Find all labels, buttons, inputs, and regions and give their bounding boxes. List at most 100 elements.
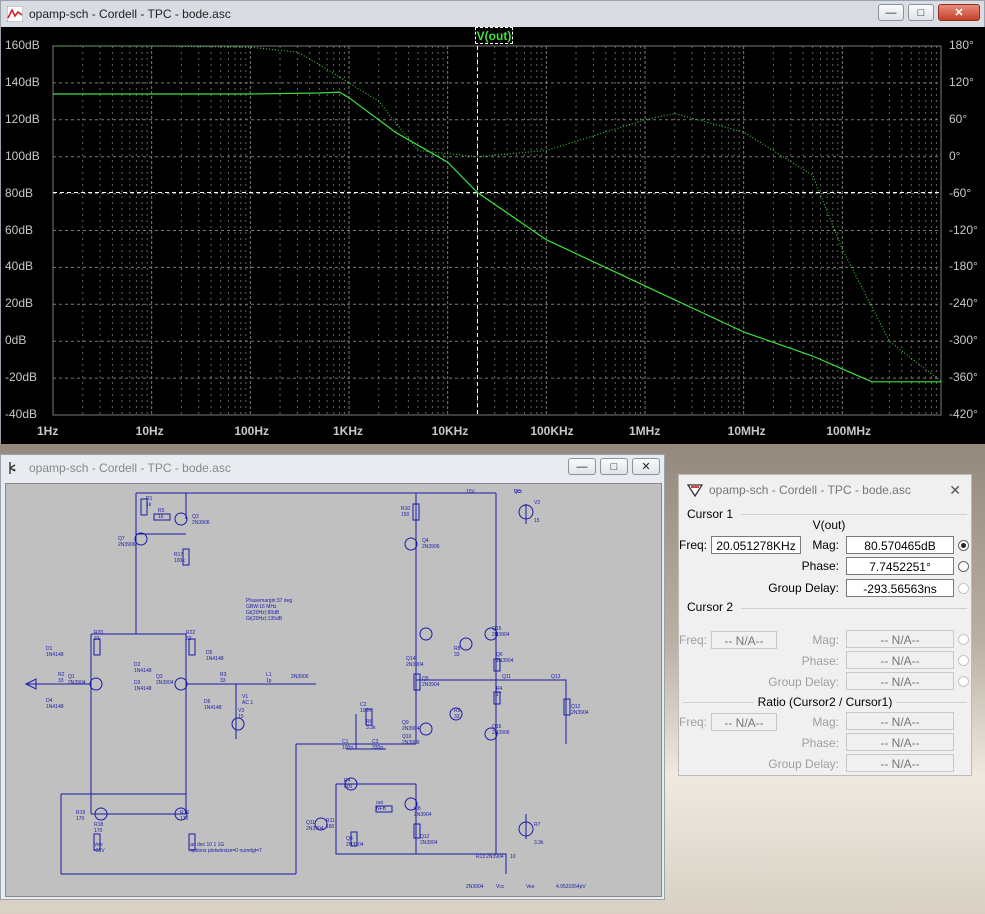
- cursor1-mag-field[interactable]: 80.570465dB: [846, 536, 954, 554]
- schematic-label: Q3: [192, 514, 199, 520]
- schematic-label: R19: [76, 810, 86, 816]
- x-axis-tick-label: 10KHz: [431, 424, 469, 438]
- schematic-label: 2N3904: [346, 842, 364, 848]
- schematic-maximize-button[interactable]: □: [600, 458, 628, 475]
- schematic-label: -15V: [94, 848, 105, 854]
- schematic-label: 2N3904: [402, 726, 420, 732]
- x-axis-tick-label: 1KHz: [333, 424, 364, 438]
- right-axis-tick-label: -240°: [949, 296, 978, 311]
- schematic-label: 2N3906: [291, 674, 309, 680]
- cursor2-mag-field[interactable]: -- N/A--: [846, 630, 954, 648]
- schematic-label: R6: [366, 719, 373, 725]
- schematic-label: 1p: [266, 678, 272, 684]
- cursor2-group-delay-radio[interactable]: [958, 676, 969, 687]
- cursor-dialog-title: opamp-sch - Cordell - TPC - bode.asc: [709, 483, 911, 497]
- cursor1-mag-radio[interactable]: [958, 540, 969, 551]
- schematic-label: 15V: [466, 489, 475, 495]
- schematic-close-button[interactable]: ✕: [632, 458, 660, 475]
- right-axis-tick-label: 0°: [949, 148, 961, 163]
- schematic-label: 2N3906: [422, 544, 440, 550]
- cursor2-phase-field[interactable]: -- N/A--: [846, 651, 954, 669]
- schematic-label: 2N3906: [118, 542, 136, 548]
- ratio-phase-field[interactable]: -- N/A--: [846, 733, 954, 751]
- schematic-label: 100n: [360, 708, 372, 714]
- ratio-group-delay-label: Group Delay:: [768, 757, 839, 771]
- schematic-label: R20: [94, 630, 104, 636]
- ratio-freq-field[interactable]: -- N/A--: [711, 713, 777, 731]
- schematic-titlebar: opamp-sch - Cordell - TPC - bode.asc: [1, 455, 664, 481]
- cursor1-group-delay-radio[interactable]: [958, 583, 969, 594]
- cursor2-phase-radio[interactable]: [958, 655, 969, 666]
- schematic-label: 330p: [372, 745, 384, 751]
- schematic-minimize-button[interactable]: —: [568, 458, 596, 475]
- schematic-label: Vcc: [496, 884, 505, 890]
- schematic-label: 2N3904: [156, 680, 174, 686]
- cursor-dialog-close-icon[interactable]: ✕: [949, 482, 961, 498]
- schematic-label: 2N3904: [486, 854, 504, 860]
- schematic-label: R2: [58, 672, 65, 678]
- schematic-label: Q10: [402, 734, 412, 740]
- schematic-label: 1N4148: [46, 652, 64, 658]
- schematic-title: opamp-sch - Cordell - TPC - bode.asc: [29, 461, 231, 475]
- schematic-label: Q7: [118, 536, 125, 542]
- left-axis-tick-label: 40dB: [5, 259, 34, 274]
- schematic-label: 2N3904: [68, 680, 86, 686]
- minimize-button[interactable]: —: [878, 4, 904, 21]
- schematic-label: Q12: [420, 834, 430, 840]
- cursor1-freq-field[interactable]: 20.051278KHz: [711, 536, 801, 554]
- cursor2-group-delay-field[interactable]: -- N/A--: [846, 672, 954, 690]
- schematic-label: 33: [94, 636, 100, 642]
- cursor1-phase-radio[interactable]: [958, 561, 969, 572]
- x-axis-tick-label: 100Hz: [234, 424, 270, 438]
- schematic-label: 2N3904: [406, 662, 424, 668]
- schematic-app-icon: [9, 462, 16, 474]
- schematic-label: Q11: [306, 820, 316, 826]
- schematic-label: 2N3904: [306, 826, 324, 832]
- schematic-label: GBW:16 MHz: [246, 604, 277, 610]
- schematic-label: R10: [401, 506, 411, 512]
- waveform-window: opamp-sch - Cordell - TPC - bode.asc — □…: [0, 0, 985, 444]
- schematic-label: 1N4148: [134, 686, 152, 692]
- cursor1-phase-field[interactable]: 7.7452251°: [846, 557, 954, 575]
- schematic-label: D2: [134, 662, 141, 668]
- schematic-label: Vcc: [514, 489, 523, 495]
- schematic-label: Q9: [402, 720, 409, 726]
- x-axis-tick-label: 1Hz: [37, 424, 59, 438]
- schematic-label: 15: [534, 518, 540, 524]
- schematic-wires: [24, 492, 571, 875]
- schematic-label: .ac dec 10 1 1G: [189, 842, 225, 848]
- schematic-label: V3: [238, 708, 245, 714]
- right-axis-tick-label: 120°: [949, 74, 974, 89]
- cursor1-mag-label: Mag:: [812, 538, 839, 552]
- cursor1-group-delay-label: Group Delay:: [768, 581, 839, 595]
- schematic-label: Q4: [422, 538, 429, 544]
- ratio-group-delay-field[interactable]: -- N/A--: [846, 754, 954, 772]
- schematic-label: R22: [186, 630, 196, 636]
- cursor2-freq-field[interactable]: -- N/A--: [711, 631, 777, 649]
- close-button[interactable]: ✕: [938, 4, 980, 21]
- schematic-label: 600: [344, 784, 353, 790]
- schematic-label: 2N3904: [422, 682, 440, 688]
- ratio-label: Ratio (Cursor2 / Cursor1): [753, 695, 897, 709]
- schematic-label: R11: [326, 818, 335, 824]
- schematic-label: 33: [58, 678, 64, 684]
- waveform-app-icon: [7, 6, 23, 22]
- schematic-label: 170: [94, 828, 103, 834]
- maximize-button[interactable]: □: [908, 4, 934, 21]
- schematic-label: 170: [180, 816, 189, 822]
- schematic-label: 2N3904: [420, 840, 438, 846]
- schematic-label: .options plotwinsize=0 numdgt=7: [189, 848, 262, 854]
- schematic-label: D1: [46, 646, 53, 652]
- schematic-label: 33: [454, 652, 460, 658]
- ratio-mag-field[interactable]: -- N/A--: [846, 712, 954, 730]
- trace-label-vout[interactable]: V(out): [475, 27, 513, 44]
- schematic-label: 1k: [146, 502, 152, 508]
- cursor1-group-delay-field[interactable]: -293.56563ns: [846, 579, 954, 597]
- x-axis-tick-label: 10MHz: [727, 424, 766, 438]
- schematic-label: Q15: [492, 626, 502, 632]
- cursor2-mag-radio[interactable]: [958, 634, 969, 645]
- schematic-label: Q3: [514, 489, 521, 495]
- cursor1-trace-name: V(out): [812, 518, 846, 532]
